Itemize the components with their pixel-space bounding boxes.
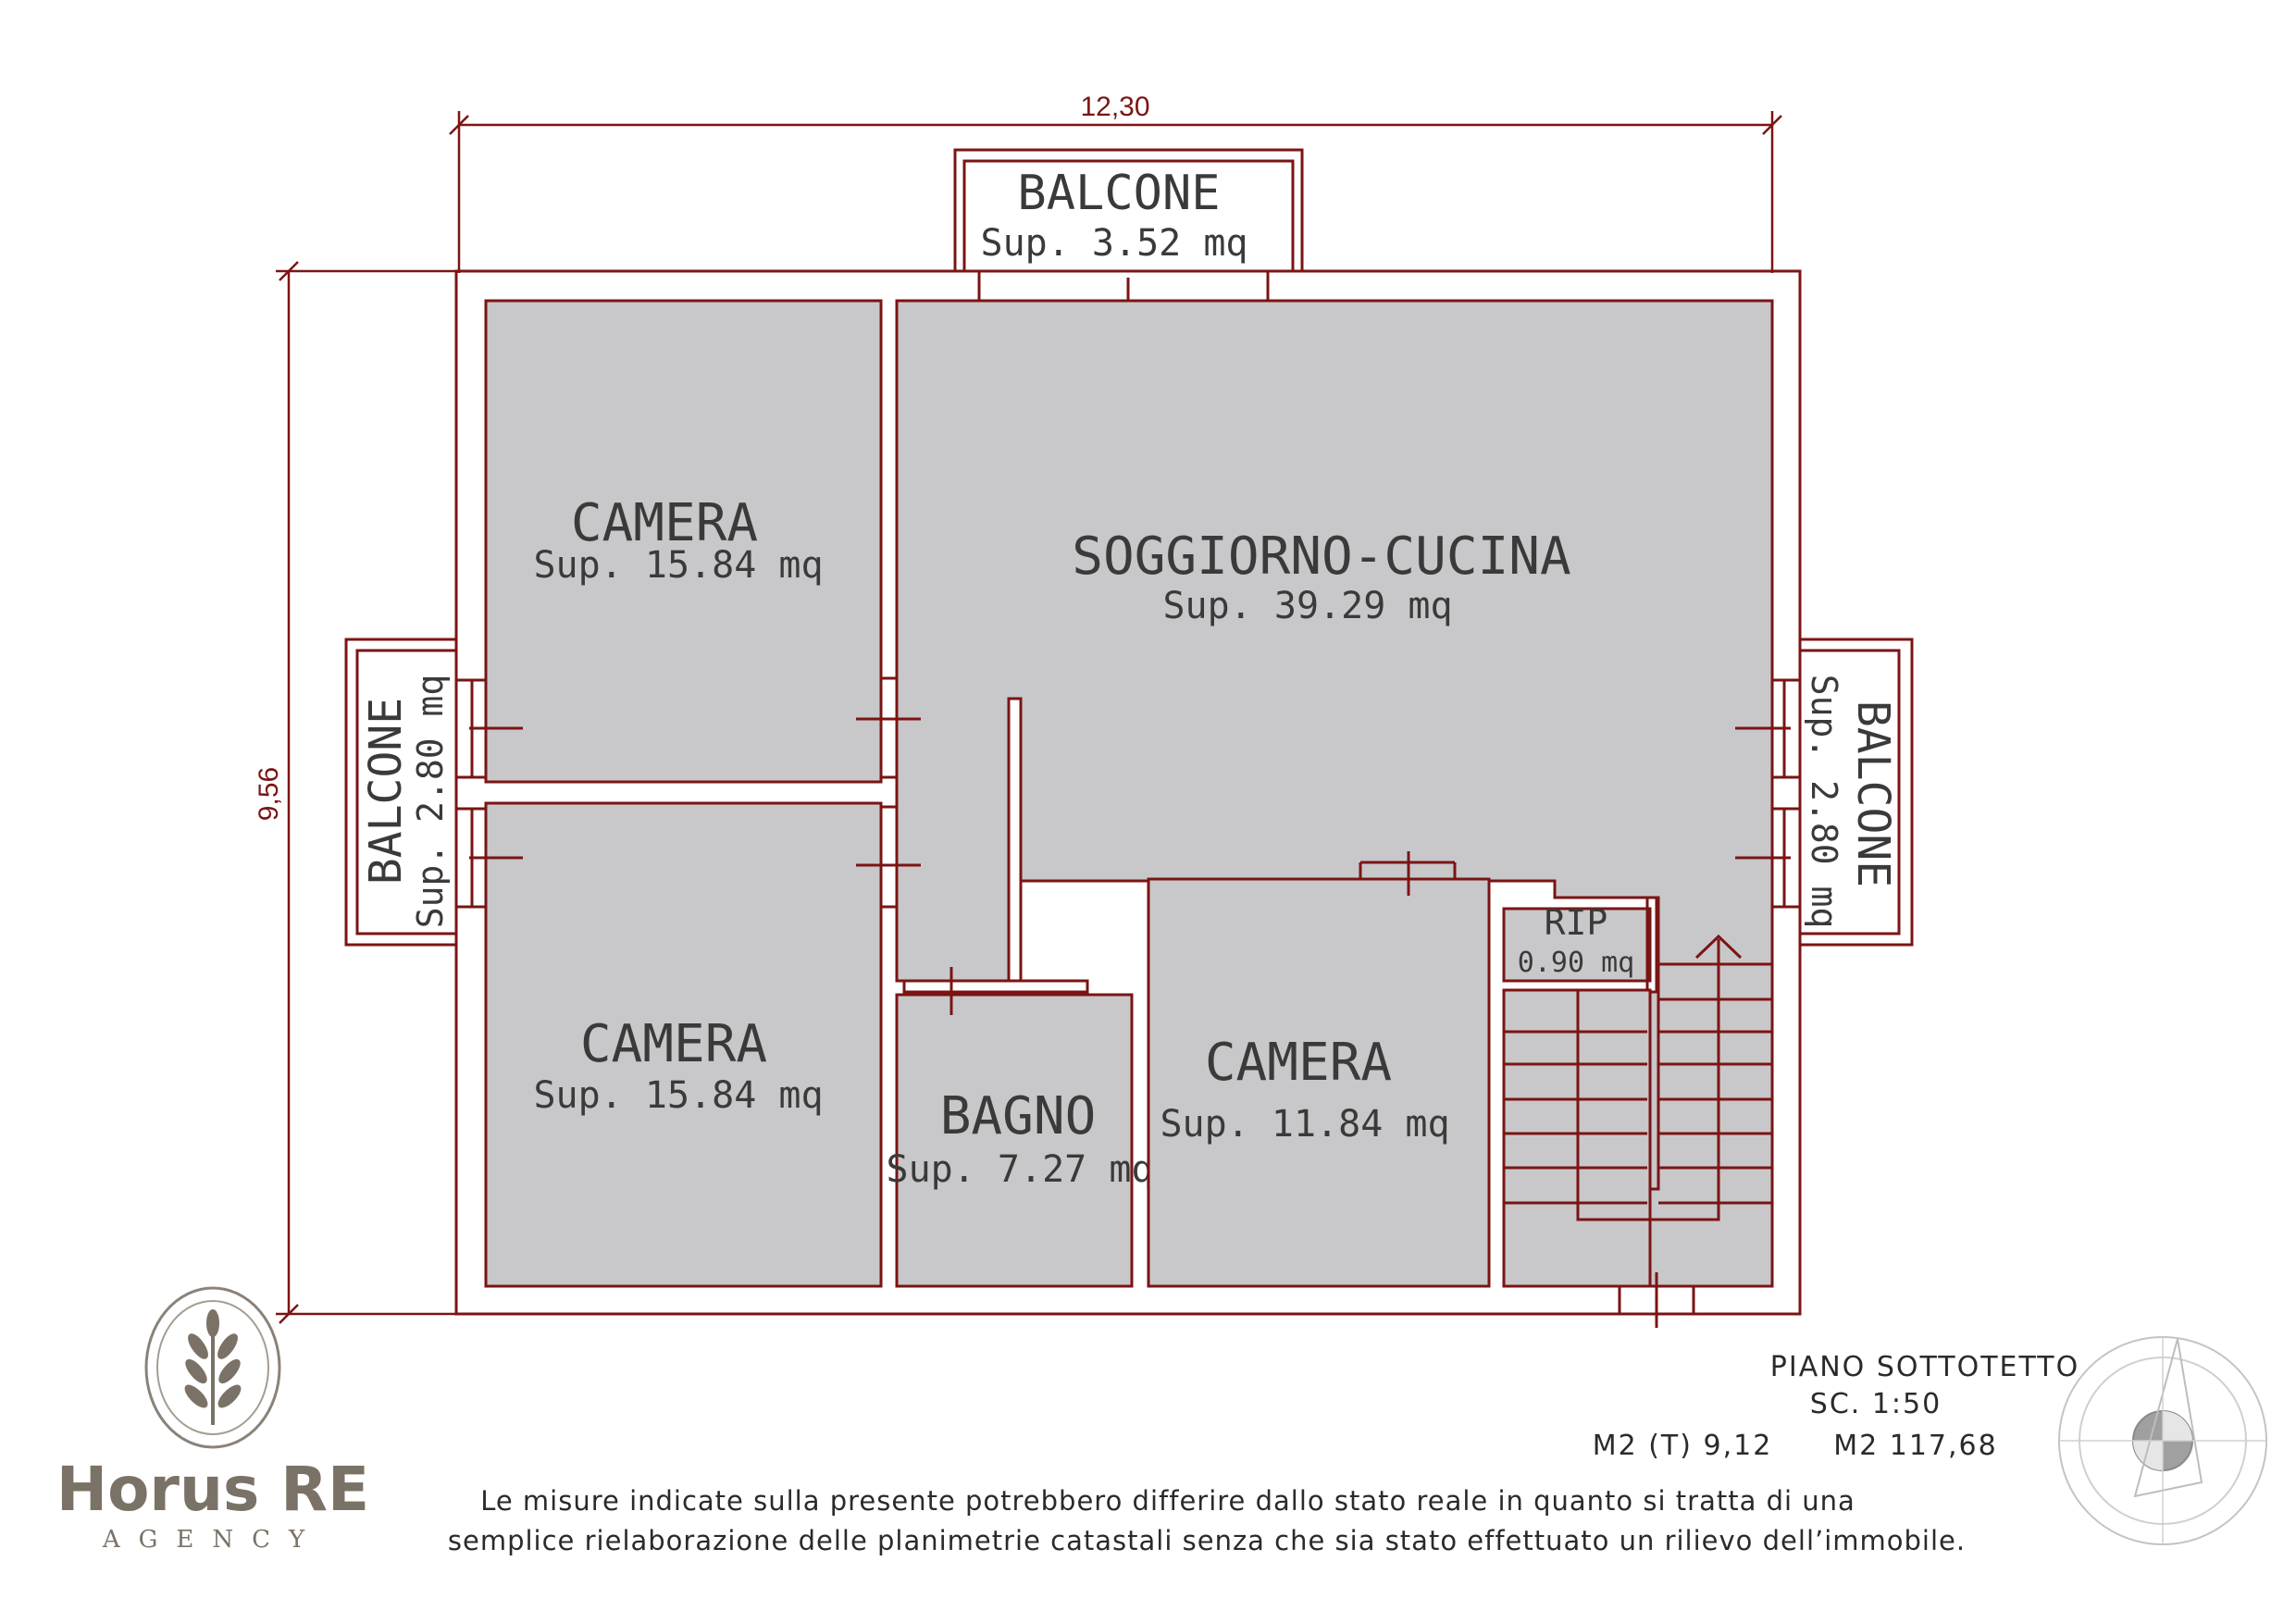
logo-brand: Horus RE bbox=[56, 1454, 369, 1525]
balcony-right: BALCONE Sup. 2.80 mq bbox=[1769, 638, 1914, 947]
disclaimer-line2: semplice rielaborazione delle planimetri… bbox=[448, 1525, 1966, 1556]
balcony-top-name: BALCONE bbox=[1017, 166, 1220, 221]
wheat-icon bbox=[184, 1309, 242, 1425]
door-markers bbox=[469, 717, 1791, 1328]
camera-mid-name: CAMERA bbox=[1205, 1033, 1392, 1093]
room-camera-mid: CAMERA Sup. 11.84 mq bbox=[1147, 877, 1491, 1288]
compass-icon bbox=[2058, 1336, 2267, 1545]
logo-sub: AGENCY bbox=[102, 1526, 323, 1554]
soggiorno-name: SOGGIORNO-CUCINA bbox=[1072, 527, 1570, 587]
camera-bottom-left-name: CAMERA bbox=[580, 1014, 767, 1074]
room-ripostiglio: RIP 0.90 mq bbox=[1502, 902, 1652, 983]
disclaimer: Le misure indicate sulla presente potreb… bbox=[448, 1485, 1966, 1556]
height-dimension: 9,56 bbox=[254, 261, 459, 1324]
floor-name: PIANO SOTTOTETTO bbox=[1770, 1351, 2079, 1383]
camera-top-left-area: Sup. 15.84 mq bbox=[533, 544, 823, 587]
floor-m2t: M2 (T) 9,12 bbox=[1593, 1430, 1773, 1462]
soggiorno-area: Sup. 39.29 mq bbox=[1162, 585, 1452, 627]
room-camera-bottom-left: CAMERA Sup. 15.84 mq bbox=[484, 801, 883, 1288]
balcony-left-area: Sup. 2.80 mq bbox=[410, 675, 451, 929]
room-camera-top-left: CAMERA Sup. 15.84 mq bbox=[484, 299, 883, 784]
height-dimension-label: 9,56 bbox=[254, 767, 284, 821]
balcony-right-name: BALCONE bbox=[1847, 700, 1899, 887]
width-dimension: 12,30 bbox=[449, 92, 1782, 273]
camera-bottom-left-area: Sup. 15.84 mq bbox=[533, 1074, 823, 1117]
floor-scale: SC. 1:50 bbox=[1810, 1388, 1942, 1420]
camera-mid-area: Sup. 11.84 mq bbox=[1160, 1103, 1449, 1146]
balcony-top-area: Sup. 3.52 mq bbox=[981, 222, 1248, 265]
balcony-left-name: BALCONE bbox=[360, 698, 412, 885]
room-bagno: BAGNO Sup. 7.27 mq bbox=[887, 993, 1154, 1288]
balcony-right-area: Sup. 2.80 mq bbox=[1804, 675, 1844, 929]
bagno-area: Sup. 7.27 mq bbox=[887, 1148, 1154, 1191]
width-dimension-label: 12,30 bbox=[1080, 92, 1149, 122]
bagno-name: BAGNO bbox=[940, 1086, 1097, 1146]
floor-m2: M2 117,68 bbox=[1833, 1430, 1997, 1462]
disclaimer-line1: Le misure indicate sulla presente potreb… bbox=[480, 1485, 1855, 1517]
balcony-left: BALCONE Sup. 2.80 mq bbox=[344, 638, 488, 947]
rip-name: RIP bbox=[1545, 902, 1608, 943]
staircase bbox=[1502, 934, 1772, 1288]
rip-area: 0.90 mq bbox=[1518, 947, 1634, 979]
horus-logo: Horus RE AGENCY bbox=[56, 1286, 369, 1554]
camera-top-left-name: CAMERA bbox=[571, 493, 758, 553]
floor-info: PIANO SOTTOTETTO SC. 1:50 M2 (T) 9,12 M2… bbox=[1593, 1351, 2079, 1462]
